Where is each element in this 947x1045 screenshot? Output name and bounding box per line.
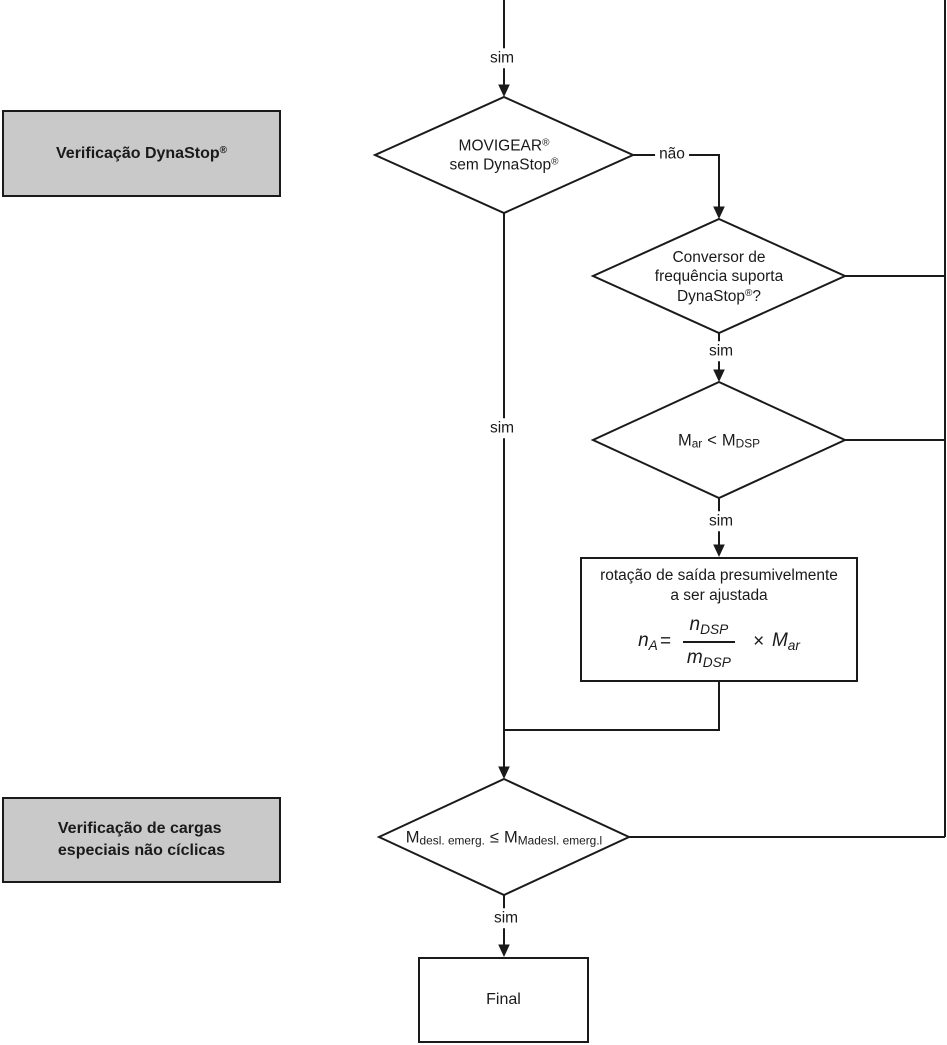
movigear-text: MOVIGEAR — [458, 137, 543, 155]
edge-label-sim-d4: sim — [489, 908, 523, 928]
less-equal-operator: ≤ — [489, 828, 499, 847]
mar-subscript: ar — [691, 436, 703, 451]
decision-movigear-line1: MOVIGEAR® — [449, 137, 558, 156]
registered-mark: ® — [219, 144, 227, 156]
annotation-dynastop-text: Verificação DynaStop — [56, 144, 220, 162]
equals-sign: = — [659, 630, 671, 652]
decision-movigear-label: MOVIGEAR® sem DynaStop® — [449, 137, 558, 176]
mdsp-symbol: m — [686, 647, 703, 668]
n-subscript: A — [648, 638, 658, 654]
terminal-final: Final — [418, 957, 589, 1043]
edge-label-nao: não — [655, 144, 689, 164]
arrowhead-into-d3 — [713, 369, 725, 382]
arrowhead-into-d2 — [713, 206, 725, 219]
less-than-operator: < — [707, 431, 717, 450]
arrowhead-into-final — [498, 944, 510, 957]
formula-result: nA — [638, 629, 658, 654]
adjust-rotation-line1: rotação de saída presumivelmente — [600, 567, 838, 584]
edge-label-sim-d2: sim — [704, 341, 738, 361]
decision-movigear-shape — [372, 95, 636, 215]
decision-emerg-label: Mdesl. emerg.≤MMadesl. emerg.l — [406, 828, 602, 849]
decision-converter-shape — [590, 217, 848, 335]
ndsp-subscript: DSP — [700, 621, 729, 637]
registered-mark: ® — [542, 137, 550, 149]
fraction-denominator: mDSP — [680, 643, 738, 671]
process-adjust-rotation: rotação de saída presumivelmente a ser a… — [580, 557, 858, 682]
mdsp-symbol: M — [721, 431, 736, 450]
fraction-numerator: nDSP — [682, 613, 736, 643]
question-mark: ? — [752, 287, 762, 305]
adjust-rotation-line2: a ser ajustada — [670, 586, 768, 604]
mdsp-subscript: DSP — [735, 436, 761, 451]
arrowhead-into-d1 — [498, 84, 510, 97]
edge-label-sim-left: sim — [485, 418, 519, 438]
decision-converter-label: Conversor de frequência suporta DynaStop… — [655, 248, 783, 306]
m-madesl-subscript: Madesl. emerg.l — [517, 833, 603, 848]
m-madesl-symbol: M — [503, 828, 518, 847]
edge-label-sim-d3: sim — [704, 511, 738, 531]
annotation-special-loads-label: Verificação de cargas especiais não cícl… — [58, 818, 225, 861]
edge-box-to-main — [504, 682, 720, 731]
registered-mark: ® — [745, 287, 753, 299]
registered-mark: ® — [551, 157, 559, 168]
dynastop-text: DynaStop — [676, 287, 746, 305]
edge-label-sim-top: sim — [485, 48, 519, 68]
m-desl-symbol: M — [405, 828, 420, 847]
mdsp-subscript: DSP — [702, 654, 731, 670]
annotation-special-loads-line1: Verificação de cargas — [57, 820, 222, 838]
annotation-dynastop-check-label: Verificação DynaStop® — [56, 143, 227, 165]
decision-mar-mdsp-label: Mar<MDSP — [678, 431, 760, 452]
decision-mar-mdsp-shape — [590, 380, 848, 500]
mar-subscript: ar — [787, 638, 800, 654]
decision-converter-line2: frequência suporta — [654, 268, 784, 286]
ndsp-symbol: n — [689, 613, 701, 635]
decision-converter-line1: Conversor de — [672, 248, 766, 266]
sem-dynastop-text: sem DynaStop — [449, 157, 552, 174]
arrowhead-into-box — [713, 544, 725, 557]
m-desl-subscript: desl. emerg. — [419, 833, 485, 848]
annotation-special-loads-line2: especiais não cíclicas — [57, 842, 226, 859]
arrowhead-into-d4 — [498, 766, 510, 779]
decision-movigear-line2: sem DynaStop® — [449, 156, 558, 175]
formula-factor: Mar — [772, 629, 800, 654]
mar-symbol: M — [771, 630, 788, 652]
formula-fraction: nDSP mDSP — [680, 613, 738, 672]
mar-symbol: M — [677, 431, 692, 450]
decision-converter-line3: DynaStop®? — [655, 287, 783, 306]
n-symbol: n — [638, 630, 649, 652]
decision-emerg-shape — [376, 777, 632, 897]
adjust-rotation-formula: nA = nDSP mDSP × Mar — [582, 613, 856, 672]
multiply-sign: × — [752, 630, 764, 652]
annotation-special-loads-check: Verificação de cargas especiais não cícl… — [2, 797, 281, 883]
terminal-final-label: Final — [486, 991, 521, 1008]
annotation-dynastop-check: Verificação DynaStop® — [2, 110, 281, 197]
